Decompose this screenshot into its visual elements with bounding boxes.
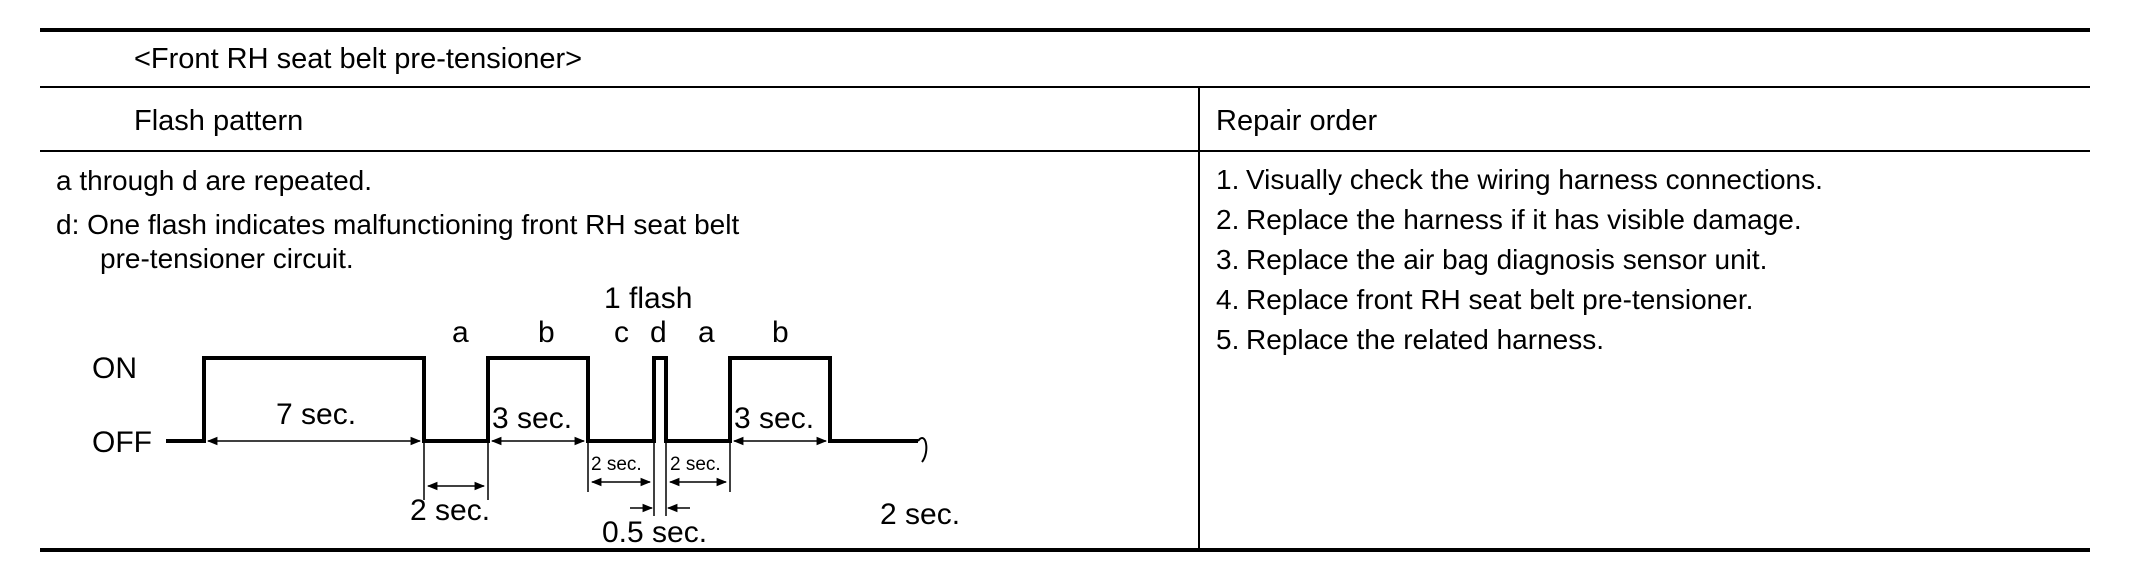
phase-label-a1: a	[452, 316, 469, 349]
top-rule	[40, 28, 2090, 32]
off-label: OFF	[92, 426, 152, 459]
phase-label-d: d	[650, 316, 667, 349]
duration-two-sec-a: 2 sec.	[410, 494, 490, 527]
bottom-rule	[40, 548, 2090, 552]
column-divider	[1198, 86, 1200, 550]
phase-label-c: c	[614, 316, 629, 349]
duration-seven-sec: 7 sec.	[276, 398, 356, 431]
duration-two-sec-after: 2 sec.	[670, 454, 721, 475]
flash-label: 1 flash	[604, 282, 692, 315]
flash-pattern-d-note-continued: pre-tensioner circuit.	[100, 243, 354, 274]
repair-order-list: 1.Visually check the wiring harness conn…	[1216, 160, 1823, 360]
header-rule	[40, 150, 2090, 152]
phase-label-a2: a	[698, 316, 715, 349]
signal-waveform	[166, 356, 918, 443]
column-header-flash-pattern: Flash pattern	[134, 105, 304, 137]
flash-pattern-d-note: d: One flash indicates malfunctioning fr…	[56, 209, 740, 240]
list-item: 5.Replace the related harness.	[1216, 324, 1604, 355]
on-label: ON	[92, 352, 137, 385]
list-item: 3.Replace the air bag diagnosis sensor u…	[1216, 244, 1768, 275]
list-item: 4.Replace front RH seat belt pre-tension…	[1216, 284, 1754, 315]
list-item: 2.Replace the harness if it has visible …	[1216, 204, 1802, 235]
duration-two-sec-tail: 2 sec.	[880, 498, 960, 531]
continuation-mark	[917, 437, 928, 463]
duration-half-sec: 0.5 sec.	[602, 516, 707, 549]
duration-two-sec-c: 2 sec.	[591, 454, 642, 475]
dimension-extension-lines	[423, 441, 731, 516]
list-item: 1.Visually check the wiring harness conn…	[1216, 164, 1823, 195]
phase-label-b2: b	[772, 316, 789, 349]
flash-pattern-diagram: 1 flash ON OFF a b c d a b 7 sec. 3 sec.…	[92, 282, 960, 549]
section-title: <Front RH seat belt pre-tensioner>	[134, 43, 583, 75]
duration-three-sec-2: 3 sec.	[734, 402, 814, 435]
flash-pattern-repeat-note: a through d are repeated.	[56, 165, 373, 196]
duration-three-sec-1: 3 sec.	[492, 402, 572, 435]
phase-label-b1: b	[538, 316, 555, 349]
column-header-repair-order: Repair order	[1216, 105, 1378, 137]
section-rule	[40, 86, 2090, 88]
